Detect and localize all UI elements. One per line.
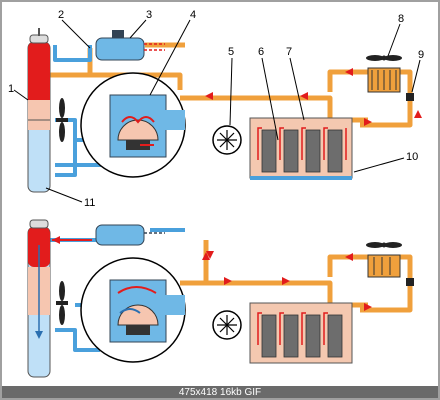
label-7: 7 bbox=[286, 46, 292, 58]
image-caption: 475x418 16kb GIF bbox=[179, 387, 261, 398]
expansion-tank-bottom bbox=[95, 224, 165, 246]
label-8: 8 bbox=[398, 13, 404, 25]
label-3: 3 bbox=[146, 9, 152, 21]
label-6: 6 bbox=[258, 46, 264, 58]
image-caption-bar: 475x418 16kb GIF bbox=[2, 386, 438, 398]
fan-icon bbox=[56, 98, 68, 142]
labels-top: 1 2 3 4 5 6 7 8 9 10 11 bbox=[8, 9, 424, 209]
label-11: 11 bbox=[84, 197, 95, 209]
thermostat-detail-top bbox=[80, 72, 186, 178]
flow-arrows-top bbox=[205, 68, 422, 126]
label-9: 9 bbox=[418, 49, 424, 61]
top-diagram: 1 2 3 4 5 6 7 8 9 10 11 bbox=[8, 9, 424, 209]
flow-arrows-bottom bbox=[202, 251, 372, 311]
engine-block-top bbox=[249, 117, 353, 180]
radiator-bottom bbox=[27, 219, 51, 378]
label-4: 4 bbox=[190, 9, 196, 21]
heater-top bbox=[367, 67, 401, 93]
bottom-diagram bbox=[27, 219, 414, 378]
label-1: 1 bbox=[8, 83, 14, 95]
pump-icon bbox=[212, 125, 242, 155]
expansion-tank-top bbox=[95, 30, 165, 61]
heater-valve-bottom bbox=[406, 278, 414, 286]
heater-fan-icon-bottom bbox=[366, 242, 402, 248]
label-5: 5 bbox=[228, 46, 234, 58]
fan-icon-bottom bbox=[56, 281, 68, 325]
engine-block-bottom bbox=[249, 302, 353, 364]
label-10: 10 bbox=[406, 151, 418, 163]
thermostat-detail-bottom bbox=[80, 257, 186, 363]
heater-fan-icon bbox=[366, 55, 402, 61]
radiator-top bbox=[27, 28, 51, 193]
label-2: 2 bbox=[58, 9, 64, 21]
heater-bottom bbox=[367, 254, 401, 278]
pump-icon-bottom bbox=[212, 310, 242, 340]
heater-valve-top bbox=[406, 93, 414, 101]
